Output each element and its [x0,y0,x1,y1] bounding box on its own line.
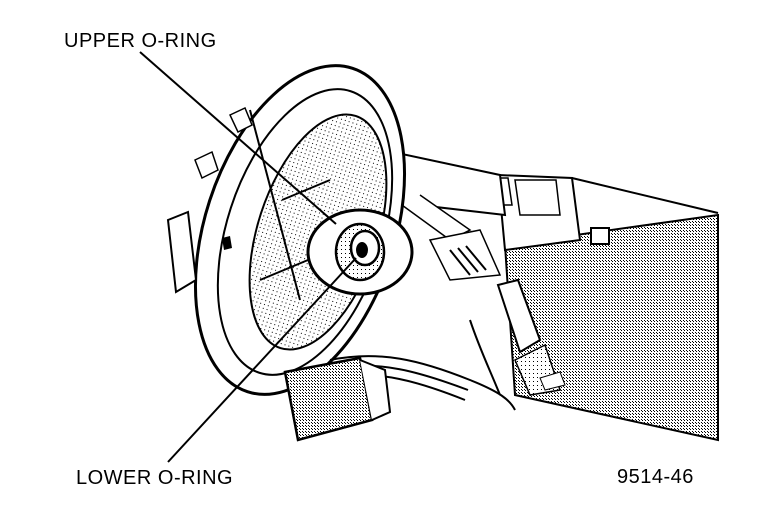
leader-lines [139,51,357,463]
lower-o-ring-label: LOWER O-RING [76,467,234,489]
upper-o-ring-leader [139,51,337,225]
reservoir-body [494,173,719,442]
wiring-harness [283,319,516,442]
o-ring-assembly [306,208,414,296]
upper-o-ring-label: UPPER O-RING [64,30,217,52]
figure-number: 9514-46 [617,466,694,488]
lower-o-ring-leader [167,257,357,463]
